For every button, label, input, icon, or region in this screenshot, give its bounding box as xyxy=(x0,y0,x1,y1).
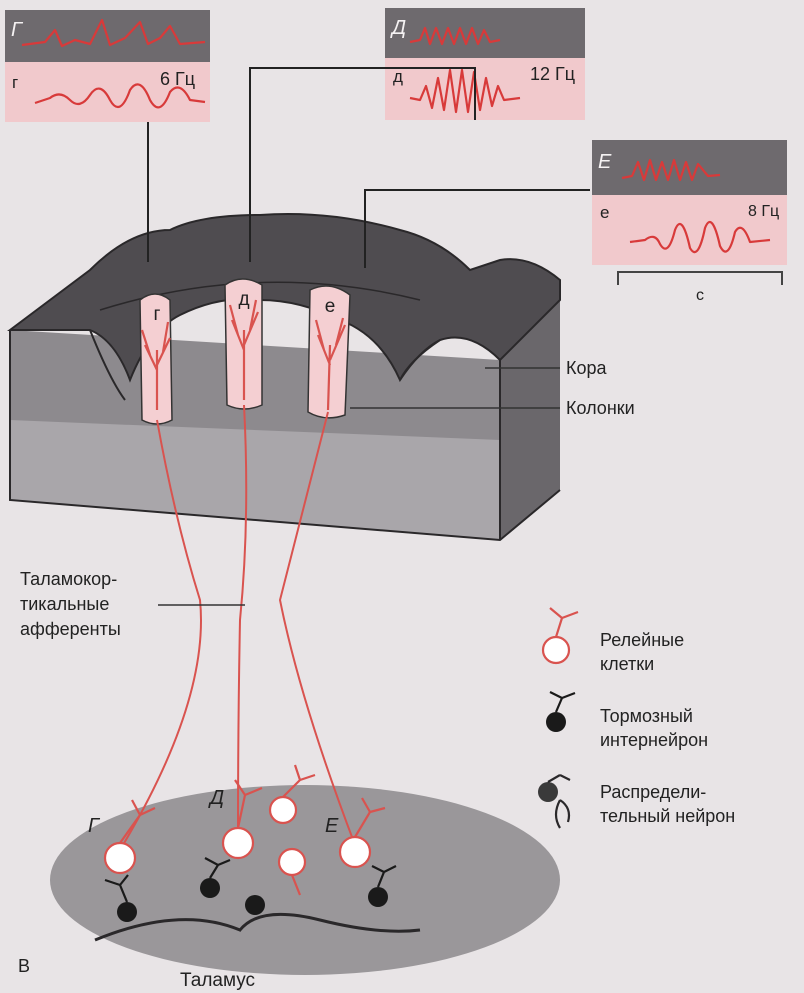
signal-freq-g: 6 Гц xyxy=(160,69,195,89)
column-label-g: г xyxy=(154,304,161,325)
signal-label-g-lower: г xyxy=(12,73,18,92)
legend-relay-symbol xyxy=(543,637,569,663)
thalamic-label-E: Е xyxy=(325,815,339,837)
signal-label-e-lower: е xyxy=(600,203,609,222)
legend-distributive-line1: Распредели- xyxy=(600,782,706,802)
thalamus-region xyxy=(50,785,560,975)
afferents-label-line2: тикальные xyxy=(20,594,109,614)
legend-relay-line1: Релейные xyxy=(600,630,684,650)
legend-inhibitory: Тормозный интернейрон xyxy=(546,692,708,750)
columns-label: Колонки xyxy=(566,398,635,418)
legend-inhibitory-line2: интернейрон xyxy=(600,730,708,750)
legend-relay-line2: клетки xyxy=(600,654,654,674)
thalamic-label-D: Д xyxy=(208,787,224,809)
afferents-label-line3: афференты xyxy=(20,619,121,639)
signal-freq-d: 12 Гц xyxy=(530,64,575,84)
time-scale-bar: с xyxy=(618,272,782,304)
column-label-e: е xyxy=(325,296,336,317)
legend-distributive-symbol xyxy=(538,782,558,802)
legend-inhibitory-symbol xyxy=(546,712,566,732)
signal-freq-e: 8 Гц xyxy=(748,203,779,220)
signal-label-d-lower: д xyxy=(393,67,403,86)
legend-distributive-line2: тельный нейрон xyxy=(600,806,735,826)
time-scale-label: с xyxy=(696,287,704,304)
column-label-d: д xyxy=(238,289,249,310)
legend-inhibitory-line1: Тормозный xyxy=(600,706,693,726)
panel-letter: В xyxy=(18,956,30,976)
cortex-block xyxy=(10,214,560,540)
signal-label-D-upper: Д xyxy=(390,17,406,39)
signal-panel-g: Г г 6 Гц xyxy=(5,10,210,262)
cortex-label: Кора xyxy=(566,358,608,378)
legend-distributive: Распредели- тельный нейрон xyxy=(538,775,735,828)
afferents-label-line1: Таламокор- xyxy=(20,569,117,589)
thalamus-label: Таламус xyxy=(180,970,255,991)
legend-relay: Релейные клетки xyxy=(543,608,684,674)
signal-label-E-upper: Е xyxy=(598,151,612,173)
